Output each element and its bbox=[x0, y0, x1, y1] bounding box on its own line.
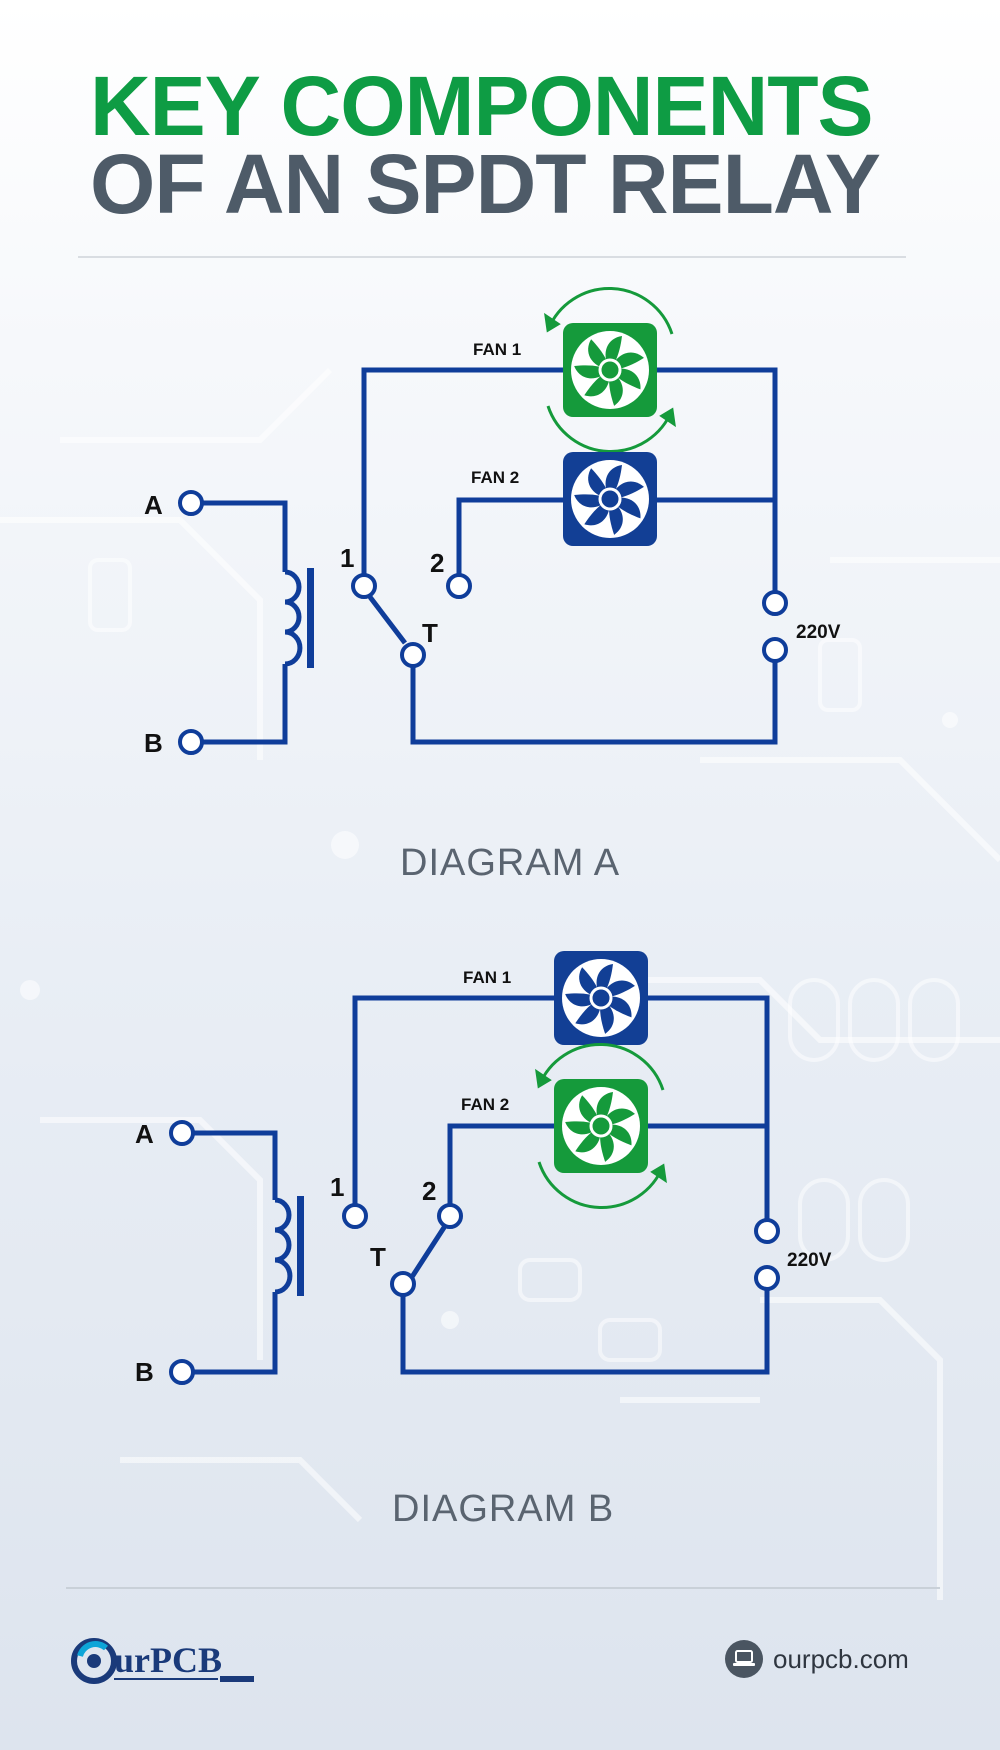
relay-coil bbox=[274, 1197, 293, 1295]
contact-t bbox=[390, 1271, 416, 1297]
relay-coil bbox=[284, 569, 303, 667]
website-link[interactable]: ourpcb.com bbox=[725, 1640, 909, 1678]
label-a: A bbox=[144, 490, 163, 520]
label-b: B bbox=[135, 1357, 154, 1387]
terminal-b bbox=[178, 729, 204, 755]
logo-text: urPCB bbox=[114, 1640, 222, 1680]
terminal-b bbox=[169, 1359, 195, 1385]
switch-arm bbox=[407, 1224, 448, 1282]
caption-diagram-b: DIAGRAM B bbox=[392, 1488, 615, 1530]
label-2: 2 bbox=[422, 1176, 436, 1206]
terminal-a bbox=[169, 1120, 195, 1146]
fan-2-icon bbox=[563, 452, 657, 546]
fan-1-icon bbox=[563, 323, 657, 417]
ourpcb-logo: urPCB bbox=[71, 1638, 254, 1684]
label-voltage: 220V bbox=[787, 1250, 832, 1271]
diagram-a: A B 1 2 T FAN 1 FAN 2 220V bbox=[144, 287, 841, 758]
label-fan-2: FAN 2 bbox=[471, 468, 519, 487]
contact-1 bbox=[342, 1203, 368, 1229]
label-2: 2 bbox=[430, 548, 444, 578]
power-terminal-top bbox=[754, 1218, 780, 1244]
title-line-1: KEY COMPONENTS bbox=[90, 59, 874, 153]
rotation-arrows-icon bbox=[544, 287, 676, 453]
terminal-a bbox=[178, 490, 204, 516]
switch-arm bbox=[368, 595, 407, 645]
footer-divider bbox=[66, 1587, 940, 1589]
label-fan-1: FAN 1 bbox=[473, 340, 521, 359]
fan-2-icon bbox=[554, 1079, 648, 1173]
label-voltage: 220V bbox=[796, 622, 841, 643]
title-divider bbox=[78, 256, 906, 258]
label-t: T bbox=[422, 618, 438, 648]
label-fan-1: FAN 1 bbox=[463, 968, 511, 987]
label-1: 1 bbox=[330, 1172, 344, 1202]
label-b: B bbox=[144, 728, 163, 758]
contact-2 bbox=[437, 1203, 463, 1229]
label-fan-2: FAN 2 bbox=[461, 1095, 509, 1114]
laptop-icon bbox=[725, 1640, 763, 1678]
website-text: ourpcb.com bbox=[773, 1643, 909, 1674]
relay-core bbox=[297, 1196, 304, 1296]
power-terminal-top bbox=[762, 590, 788, 616]
rotation-arrows-icon bbox=[535, 1043, 667, 1209]
diagram-b: A B 1 2 T FAN 1 FAN 2 220V bbox=[135, 951, 832, 1387]
caption-diagram-a: DIAGRAM A bbox=[400, 842, 621, 884]
contact-2 bbox=[446, 573, 472, 599]
label-t: T bbox=[370, 1242, 386, 1272]
power-terminal-bottom bbox=[762, 637, 788, 663]
title-line-2: OF AN SPDT RELAY bbox=[90, 137, 881, 231]
label-1: 1 bbox=[340, 543, 354, 573]
fan-1-icon bbox=[554, 951, 648, 1045]
label-a: A bbox=[135, 1119, 154, 1149]
contact-1 bbox=[351, 573, 377, 599]
power-terminal-bottom bbox=[754, 1265, 780, 1291]
relay-core bbox=[307, 568, 314, 668]
contact-t bbox=[400, 642, 426, 668]
